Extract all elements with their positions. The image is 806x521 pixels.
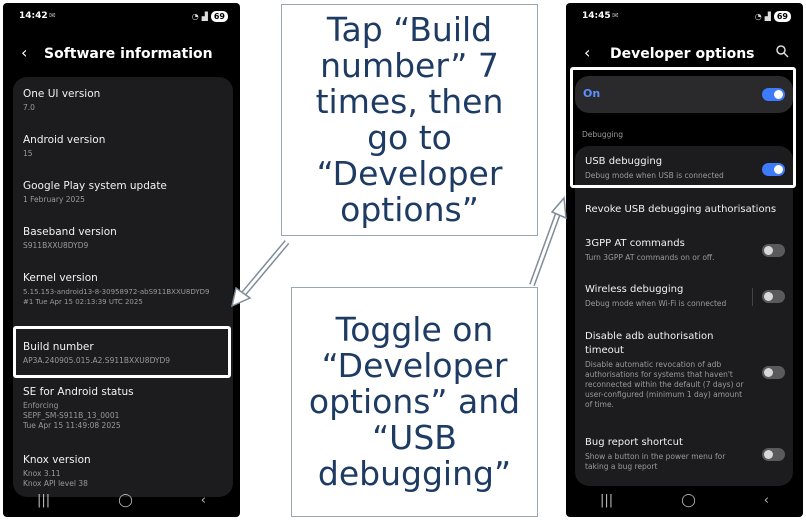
list-item-se-android[interactable]: SE for Android status Enforcing SEPF_SM-…: [13, 383, 233, 445]
item-title: Kernel version: [23, 272, 98, 284]
item-sub: 15: [23, 149, 33, 158]
debugging-list: USB debugging Debug mode when USB is con…: [575, 146, 793, 486]
navigation-bar: ||| ◯ ‹: [3, 491, 240, 509]
item-title: 3GPP AT commands: [585, 238, 685, 249]
item-title: Knox version: [23, 454, 91, 466]
section-header: Debugging: [582, 130, 624, 139]
master-toggle-row[interactable]: On: [575, 76, 793, 113]
battery-icon: 69: [210, 11, 228, 22]
callout-bottom-text: Toggle on “Developer options” and “USB d…: [308, 310, 521, 493]
status-time: 14:42: [19, 11, 48, 21]
back-nav-icon[interactable]: ‹: [200, 492, 206, 508]
item-sub: Debug mode when Wi-Fi is connected: [585, 299, 727, 308]
navigation-bar: ||| ◯ ‹: [566, 491, 803, 509]
item-sub: 1 February 2025: [23, 195, 85, 204]
status-time: 14:45: [582, 11, 611, 21]
info-list: One UI version 7.0 Android version 15 Go…: [13, 77, 233, 497]
item-title: Google Play system update: [23, 180, 167, 192]
app-header: ‹ Developer options: [578, 41, 791, 69]
list-item-kernel[interactable]: Kernel version 5.15.153-android13-8-3095…: [13, 269, 233, 323]
list-item-usb-debugging[interactable]: USB debugging Debug mode when USB is con…: [575, 150, 793, 188]
item-sub: 7.0: [23, 103, 35, 112]
item-sub: 5.15.153-android13-8-30958972-abS911BXXU…: [23, 288, 210, 306]
item-title: USB debugging: [585, 156, 663, 167]
item-sub: Turn 3GPP AT commands on or off.: [585, 253, 715, 262]
item-title: Bug report shortcut: [585, 437, 683, 448]
list-item-adb-timeout[interactable]: Disable adb authorisation timeout Disabl…: [575, 326, 793, 422]
home-icon[interactable]: ◯: [118, 492, 133, 508]
item-sub: S911BXXU8DYD9: [23, 241, 89, 250]
battery-icon: 69: [773, 11, 791, 22]
item-title: Build number: [23, 341, 94, 353]
back-nav-icon[interactable]: ‹: [763, 492, 769, 508]
adb-timeout-toggle[interactable]: [762, 366, 785, 379]
wireless-debugging-toggle[interactable]: [762, 290, 785, 303]
back-arrow-icon[interactable]: ‹: [21, 43, 28, 62]
left-phone-screen: 14:42 ✉ ◔ ▟ 69 ‹ Software information On…: [3, 3, 240, 517]
item-sub: Knox 3.11 Knox API level 38: [23, 469, 88, 488]
home-icon[interactable]: ◯: [681, 492, 696, 508]
usb-debugging-toggle[interactable]: [762, 163, 785, 176]
list-item-android-version[interactable]: Android version 15: [13, 131, 233, 171]
developer-options-toggle[interactable]: [762, 88, 785, 101]
callout-top: Tap “Build number” 7 times, then go to “…: [281, 4, 538, 236]
status-bar: 14:45 ✉ ◔ ▟ 69: [582, 9, 791, 25]
page-title: Developer options: [610, 46, 755, 62]
list-item-bug-report[interactable]: Bug report shortcut Show a button in the…: [575, 434, 793, 474]
item-sub: Show a button in the power menu for taki…: [585, 452, 726, 471]
status-bar: 14:42 ✉ ◔ ▟ 69: [19, 9, 228, 25]
wifi-icon: ◔: [754, 12, 762, 21]
signal-icon: ▟: [764, 12, 771, 21]
item-sub: AP3A.240905.015.A2.S911BXXU8DYD9: [23, 356, 171, 365]
back-arrow-icon[interactable]: ‹: [584, 43, 591, 62]
item-title: SE for Android status: [23, 386, 134, 398]
item-title: Android version: [23, 134, 106, 146]
row-divider: [752, 288, 753, 306]
3gpp-toggle[interactable]: [762, 244, 785, 257]
notification-icon: ✉: [49, 11, 56, 20]
list-item-3gpp[interactable]: 3GPP AT commands Turn 3GPP AT commands o…: [575, 234, 793, 270]
item-title: Revoke USB debugging authorisations: [585, 204, 777, 215]
page-title: Software information: [44, 46, 213, 62]
item-sub: Enforcing SEPF_SM-S911B_13_0001 Tue Apr …: [23, 401, 121, 430]
item-sub: Debug mode when USB is connected: [585, 171, 724, 180]
list-item-play-update[interactable]: Google Play system update 1 February 202…: [13, 177, 233, 217]
item-title: Baseband version: [23, 226, 117, 238]
callout-top-text: Tap “Build number” 7 times, then go to “…: [315, 10, 504, 229]
wifi-icon: ◔: [191, 12, 199, 21]
arrow-to-build-number: [230, 240, 290, 308]
developer-options-highlight: [570, 67, 796, 188]
list-item-build-number[interactable]: Build number AP3A.240905.015.A2.S911BXXU…: [13, 335, 233, 375]
item-title: Wireless debugging: [585, 284, 684, 295]
master-label: On: [583, 87, 601, 100]
app-header: ‹ Software information: [15, 41, 228, 69]
signal-icon: ▟: [201, 12, 208, 21]
list-item-wireless-debugging[interactable]: Wireless debugging Debug mode when Wi-Fi…: [575, 280, 793, 316]
right-phone-screen: 14:45 ✉ ◔ ▟ 69 ‹ Developer options On De…: [566, 3, 803, 517]
item-title: One UI version: [23, 88, 101, 100]
item-title: Disable adb authorisation timeout: [585, 331, 714, 356]
list-item-one-ui[interactable]: One UI version 7.0: [13, 85, 233, 125]
bug-report-toggle[interactable]: [762, 448, 785, 461]
build-number-highlight: [13, 326, 231, 378]
notification-icon: ✉: [612, 11, 619, 20]
search-icon[interactable]: [775, 44, 789, 58]
item-sub: Disable automatic revocation of adb auth…: [585, 360, 744, 409]
recents-icon[interactable]: |||: [37, 492, 51, 508]
list-item-knox[interactable]: Knox version Knox 3.11 Knox API level 38: [13, 451, 233, 497]
callout-bottom: Toggle on “Developer options” and “USB d…: [291, 287, 538, 517]
list-item-revoke-usb[interactable]: Revoke USB debugging authorisations: [575, 198, 793, 224]
recents-icon[interactable]: |||: [600, 492, 614, 508]
list-item-baseband[interactable]: Baseband version S911BXXU8DYD9: [13, 223, 233, 263]
